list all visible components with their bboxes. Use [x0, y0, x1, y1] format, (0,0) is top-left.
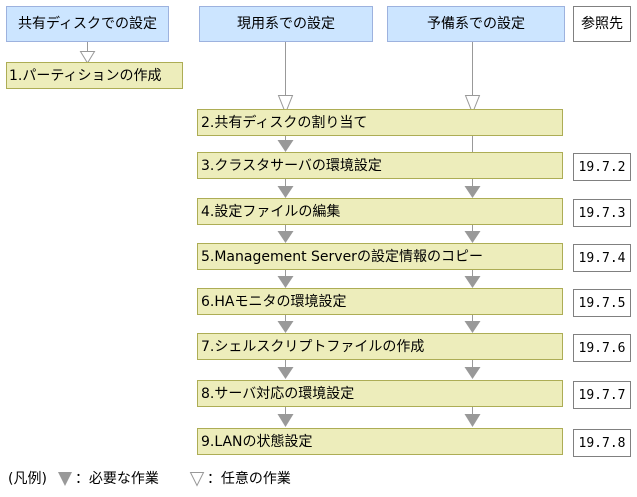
reference-box: 19.7.7 [573, 381, 631, 409]
step-box-3: 3.クラスタサーバの環境設定 [197, 152, 563, 179]
reference-box: 19.7.6 [573, 334, 631, 362]
required-arrow-icon [464, 321, 481, 333]
step-box-9: 9.LANの状態設定 [197, 428, 563, 455]
required-arrow-icon [464, 186, 481, 198]
legend-optional-label: ：任意の作業 [206, 471, 291, 487]
optional-work-marker-icon [189, 470, 205, 487]
required-arrow-icon [277, 140, 294, 152]
required-arrow-icon [277, 367, 294, 379]
legend-required-label: ：必要な作業 [74, 471, 159, 487]
required-arrow-icon [464, 414, 481, 427]
reference-box: 19.7.3 [573, 199, 631, 227]
header-standby-system-settings: 予備系での設定 [387, 6, 565, 42]
required-arrow-icon [464, 231, 481, 243]
required-arrow-icon [277, 231, 294, 243]
step-box-partition-creation: 1.パーティションの作成 [6, 62, 183, 89]
step-box-6: 6.HAモニタの環境設定 [197, 288, 563, 315]
step-box-7: 7.シェルスクリプトファイルの作成 [197, 333, 563, 360]
header-shared-disk-settings: 共有ディスクでの設定 [6, 6, 169, 42]
step-box-8: 8.サーバ対応の環境設定 [197, 380, 563, 407]
reference-header: 参照先 [573, 6, 631, 42]
required-work-marker-icon [57, 470, 73, 487]
reference-box: 19.7.8 [573, 429, 631, 457]
required-arrow-icon [464, 367, 481, 379]
required-arrow-icon [277, 186, 294, 198]
step-box-4: 4.設定ファイルの編集 [197, 198, 563, 225]
reference-box: 19.7.2 [573, 153, 631, 181]
step-box-5: 5.Management Serverの設定情報のコピー [197, 243, 563, 270]
required-arrow-icon [277, 414, 294, 427]
step-box-2: 2.共有ディスクの割り当て [197, 109, 563, 136]
required-arrow-icon [277, 321, 294, 333]
reference-box: 19.7.4 [573, 244, 631, 272]
required-arrow-icon [277, 276, 294, 288]
legend-title: (凡例) [8, 471, 47, 487]
header-active-system-settings: 現用系での設定 [199, 6, 373, 42]
legend: (凡例) ：必要な作業 ：任意の作業 [8, 468, 321, 488]
reference-box: 19.7.5 [573, 289, 631, 317]
required-arrow-icon [464, 276, 481, 288]
